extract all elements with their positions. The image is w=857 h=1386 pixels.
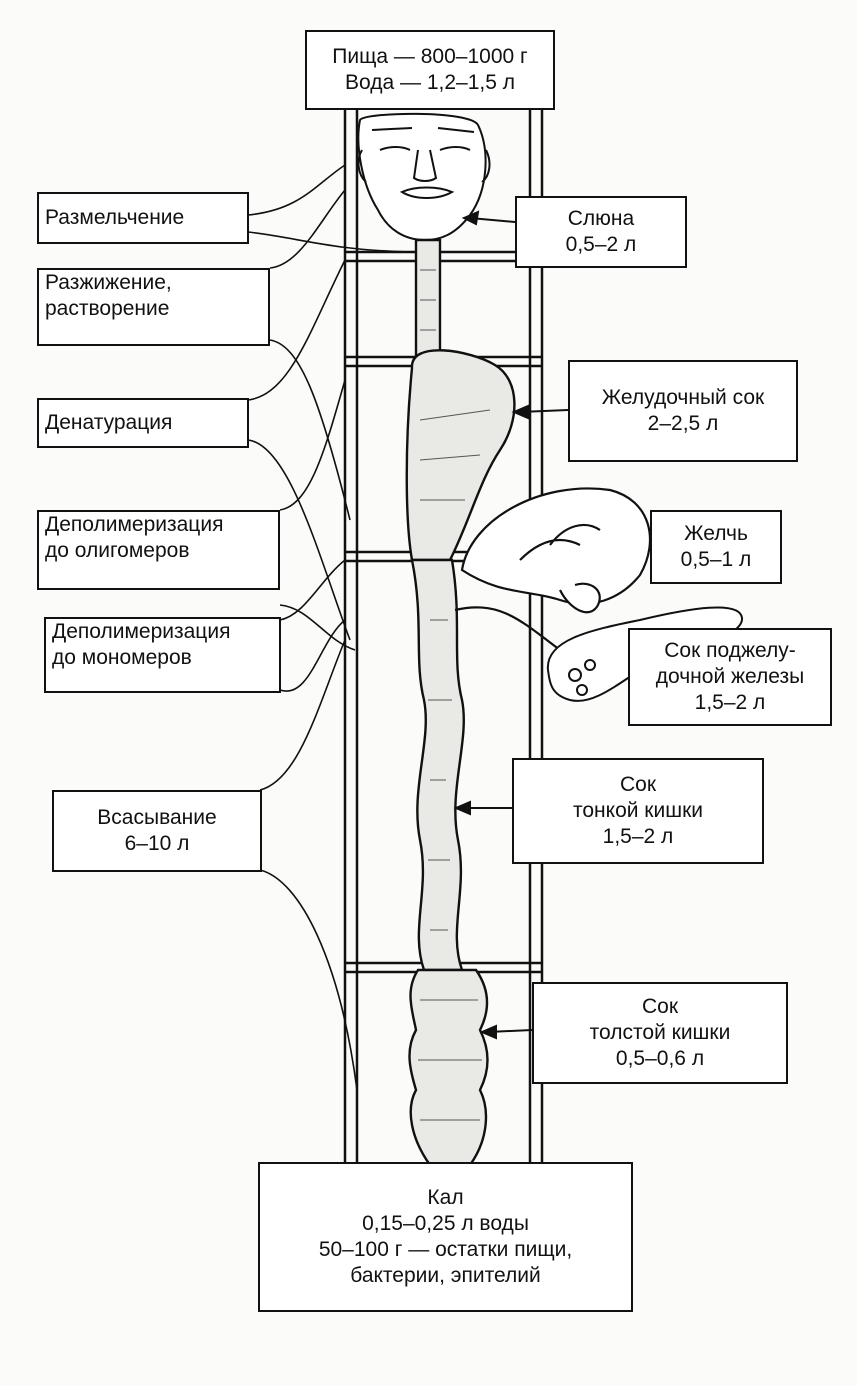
liquefaction-label-1: Разжижение, xyxy=(45,271,172,294)
output-label-4: бактерии, эпителий xyxy=(350,1264,541,1288)
process-connectors xyxy=(247,164,411,1091)
absorption-label-2: 6–10 л xyxy=(124,832,190,855)
secretion-bile: Желчь 0,5–1 л xyxy=(650,510,782,584)
output-label-3: 50–100 г — остатки пищи, xyxy=(318,1238,573,1261)
depoly-mono-label-2: до мономеров xyxy=(52,646,192,670)
liquefaction-label-2: растворение xyxy=(45,297,170,321)
output-label-1: Кал xyxy=(427,1185,464,1209)
secretion-pancreatic: Сок поджелу- дочной железы 1,5–2 л xyxy=(628,628,832,726)
output-label-2: 0,15–0,25 л воды xyxy=(362,1211,529,1235)
secretion-small-intestine: Сок тонкой кишки 1,5–2 л xyxy=(512,758,764,864)
small-int-label-1: Сок xyxy=(619,772,657,796)
denaturation-label: Денатурация xyxy=(45,410,173,434)
pancreatic-label-1: Сок поджелу- xyxy=(664,638,796,662)
depoly-oligo-label-1: Деполимеризация xyxy=(45,513,224,536)
pancreatic-label-2: дочной железы xyxy=(655,664,805,688)
gastric-label-1: Желудочный сок xyxy=(601,385,765,409)
process-depolymerization-oligomers: Деполимеризация до олигомеров xyxy=(37,510,280,590)
frame-lines xyxy=(343,108,544,1165)
secretion-gastric: Желудочный сок 2–2,5 л xyxy=(568,360,798,462)
process-liquefaction: Разжижение, растворение xyxy=(37,268,270,346)
large-int-label-1: Сок xyxy=(641,994,679,1018)
input-box: Пища — 800–1000 г Вода — 1,2–1,5 л xyxy=(305,30,555,110)
saliva-label-2: 0,5–2 л xyxy=(565,233,637,256)
absorption-label-1: Всасывание xyxy=(97,805,217,829)
saliva-label-1: Слюна xyxy=(567,206,635,230)
liver-illustration xyxy=(454,487,652,651)
secretion-large-intestine: Сок толстой кишки 0,5–0,6 л xyxy=(532,982,788,1084)
process-denaturation: Денатурация xyxy=(37,398,249,448)
digestive-tract xyxy=(405,238,516,1167)
gastric-label-2: 2–2,5 л xyxy=(647,412,719,435)
depoly-mono-label-1: Деполимеризация xyxy=(52,620,231,643)
process-depolymerization-monomers: Деполимеризация до мономеров xyxy=(44,617,281,693)
tract-texture xyxy=(418,269,491,1121)
secretion-saliva: Слюна 0,5–2 л xyxy=(515,196,687,268)
small-intestine xyxy=(410,558,465,972)
depoly-oligo-label-2: до олигомеров xyxy=(45,539,190,563)
large-int-label-3: 0,5–0,6 л xyxy=(615,1047,705,1071)
grinding-label: Размельчение xyxy=(45,205,185,229)
stomach xyxy=(405,349,516,562)
large-int-label-2: толстой кишки xyxy=(589,1020,731,1044)
bile-label-2: 0,5–1 л xyxy=(680,548,752,571)
process-grinding: Размельчение xyxy=(37,192,249,244)
input-food: Пища — 800–1000 г xyxy=(332,44,528,68)
bile-label-1: Желчь xyxy=(684,521,748,545)
small-int-label-2: тонкой кишки xyxy=(572,798,703,822)
input-water: Вода — 1,2–1,5 л xyxy=(345,71,515,94)
process-absorption: Всасывание 6–10 л xyxy=(52,790,262,872)
large-intestine xyxy=(408,968,489,1167)
output-box: Кал 0,15–0,25 л воды 50–100 г — остатки … xyxy=(258,1162,633,1312)
secretion-arrows xyxy=(453,210,569,1040)
head-illustration xyxy=(357,112,491,242)
small-int-label-3: 1,5–2 л xyxy=(602,825,674,849)
pancreatic-label-3: 1,5–2 л xyxy=(694,691,766,715)
